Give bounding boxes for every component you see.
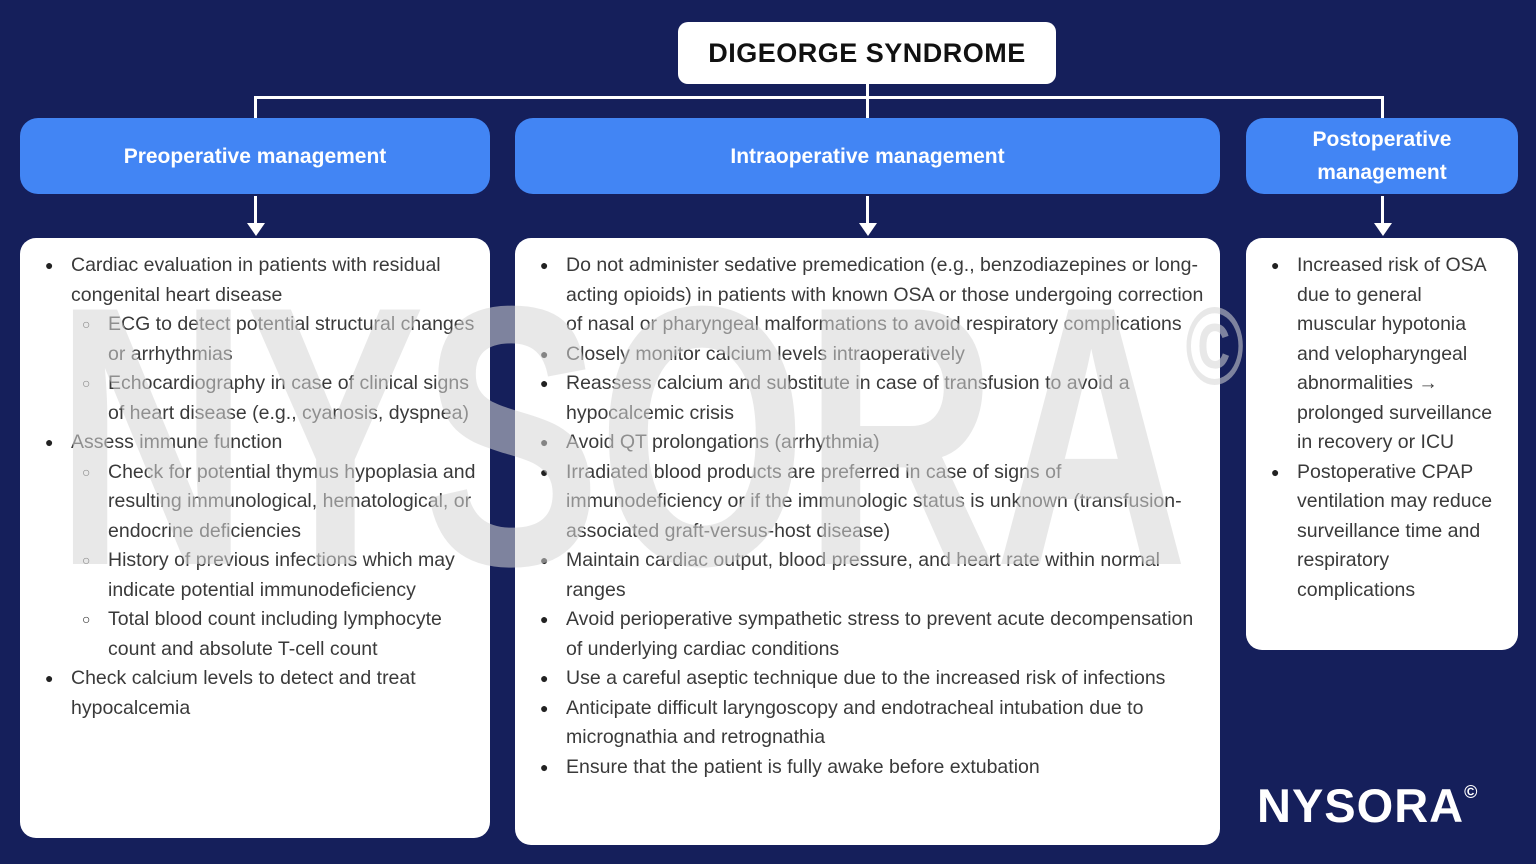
- bullet-filled-icon: ●: [540, 434, 549, 450]
- header-intraoperative: Intraoperative management: [515, 118, 1220, 194]
- list-item-text: ECG to detect potential structural chang…: [108, 313, 475, 365]
- list-item-text: Anticipate difficult laryngoscopy and en…: [566, 696, 1144, 749]
- header-preoperative-label: Preoperative management: [123, 144, 387, 168]
- logo-text: NYSORA: [1257, 779, 1465, 832]
- list-item: ● Cardiac evaluation in patients with res…: [20, 251, 478, 310]
- bullet-hollow-icon: ○: [82, 316, 91, 332]
- list-item: ● Avoid perioperative sympathetic stress …: [515, 605, 1208, 664]
- list-item-text: Postoperative CPAP ventilation may reduc…: [1297, 460, 1493, 601]
- list-item-text: Do not administer sedative premedication…: [566, 254, 1204, 335]
- nysora-logo: NYSORA©: [1257, 778, 1477, 833]
- list-item-text: Ensure that the patient is fully awake b…: [566, 755, 1040, 778]
- list-item-text: Assess immune function: [71, 431, 283, 453]
- list-item: ● Reassess calcium and substitute in case…: [515, 369, 1208, 428]
- bullet-filled-icon: ●: [540, 699, 549, 716]
- list-item: ● Do not administer sedative premedicatio…: [515, 251, 1208, 340]
- title-box: DIGEORGE SYNDROME: [678, 22, 1056, 84]
- arrow-line-left: [254, 196, 257, 224]
- header-postoperative: Postoperative management: [1246, 118, 1518, 194]
- bullet-filled-icon: ●: [540, 345, 549, 362]
- list-item: ● Check calcium levels to detect and trea…: [20, 664, 478, 723]
- connector-stub-right: [1381, 96, 1384, 119]
- header-preoperative: Preoperative management: [20, 118, 490, 194]
- list-item: ○ ECG to detect potential structural chan…: [20, 310, 478, 369]
- list-item: ● Closely monitor calcium levels intraope…: [515, 340, 1208, 370]
- list-item-text: Check for potential thymus hypoplasia an…: [108, 460, 476, 542]
- bullet-hollow-icon: ○: [82, 611, 91, 627]
- header-intraoperative-label: Intraoperative management: [730, 144, 1005, 168]
- list-item: ● Anticipate difficult laryngoscopy and e…: [515, 694, 1208, 753]
- page-title: DIGEORGE SYNDROME: [708, 37, 1026, 68]
- list-item-text: Reassess calcium and substitute in case …: [566, 372, 1130, 424]
- list-item: ● Assess immune function: [20, 428, 478, 458]
- connector-stub-middle: [866, 96, 869, 119]
- bullet-filled-icon: ●: [45, 257, 54, 273]
- list-item-text: Avoid QT prolongations (arrhythmia): [566, 431, 880, 453]
- list-item-text: Cardiac evaluation in patients with resi…: [71, 254, 441, 306]
- list-item: ● Postoperative CPAP ventilation may redu…: [1246, 458, 1506, 606]
- list-item-text: Irradiated blood products are preferred …: [566, 460, 1182, 542]
- bullet-filled-icon: ●: [540, 375, 549, 391]
- bullet-filled-icon: ●: [540, 463, 549, 480]
- list-item-text: Maintain cardiac output, blood pressure,…: [566, 549, 1160, 601]
- list-item-text: Increased risk of OSA due to general mus…: [1297, 254, 1493, 453]
- list-item: ○ History of previous infections which ma…: [20, 546, 478, 605]
- arrow-line-right: [1381, 196, 1384, 224]
- bullet-hollow-icon: ○: [82, 552, 91, 568]
- bullet-filled-icon: ●: [540, 611, 549, 627]
- bullet-filled-icon: ●: [540, 552, 549, 568]
- list-item-text: Check calcium levels to detect and treat…: [71, 667, 416, 719]
- list-item: ● Avoid QT prolongations (arrhythmia): [515, 428, 1208, 458]
- arrow-line-middle: [866, 196, 869, 224]
- bullet-filled-icon: ●: [540, 758, 549, 775]
- list-item-text: Closely monitor calcium levels intraoper…: [566, 342, 965, 365]
- list-item-text: History of previous infections which may…: [108, 549, 455, 601]
- bullet-hollow-icon: ○: [82, 463, 91, 480]
- arrow-down-icon: [1374, 223, 1392, 236]
- copyright-icon: ©: [1464, 782, 1478, 802]
- bullet-filled-icon: ●: [1271, 463, 1280, 480]
- list-item-text: Total blood count including lymphocyte c…: [108, 608, 442, 660]
- list-item: ○ Check for potential thymus hypoplasia a…: [20, 458, 478, 547]
- list-item-text: Use a careful aseptic technique due to t…: [566, 667, 1166, 689]
- list-item: ● Increased risk of OSA due to general mu…: [1246, 251, 1506, 458]
- list-item: ● Maintain cardiac output, blood pressure…: [515, 546, 1208, 605]
- arrow-down-icon: [247, 223, 265, 236]
- bullet-filled-icon: ●: [540, 257, 549, 273]
- bullet-filled-icon: ●: [45, 434, 54, 450]
- arrow-down-icon: [859, 223, 877, 236]
- list-item: ○ Total blood count including lymphocyte …: [20, 605, 478, 664]
- list-item: ● Irradiated blood products are preferred…: [515, 458, 1208, 547]
- list-item-text: Avoid perioperative sympathetic stress t…: [566, 608, 1194, 660]
- list-item: ● Use a careful aseptic technique due to …: [515, 664, 1208, 694]
- connector-stub-left: [254, 96, 257, 119]
- bullet-filled-icon: ●: [1271, 257, 1280, 273]
- connector-title-stub: [866, 84, 869, 98]
- content-box-preoperative: ● Cardiac evaluation in patients with res…: [20, 238, 490, 838]
- bullet-hollow-icon: ○: [82, 375, 91, 391]
- content-box-postoperative: ● Increased risk of OSA due to general mu…: [1246, 238, 1518, 650]
- list-item: ○ Echocardiography in case of clinical si…: [20, 369, 478, 428]
- list-item: ● Ensure that the patient is fully awake …: [515, 753, 1208, 783]
- connector-horizontal: [254, 96, 1384, 99]
- list-item-text: Echocardiography in case of clinical sig…: [108, 372, 469, 424]
- bullet-filled-icon: ●: [540, 670, 549, 686]
- bullet-filled-icon: ●: [45, 670, 54, 686]
- header-postoperative-label: Postoperative management: [1312, 128, 1452, 184]
- content-box-intraoperative: ● Do not administer sedative premedicatio…: [515, 238, 1220, 845]
